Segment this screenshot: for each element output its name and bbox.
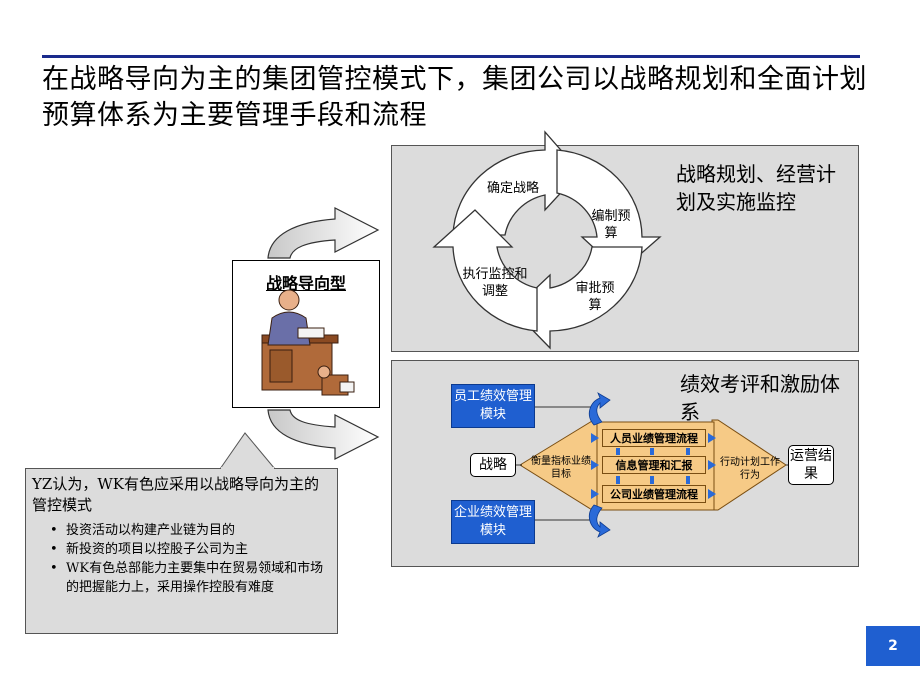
bullet-item: 投资活动以构建产业链为目的 [48,521,333,540]
measure-label: 衡量指标业绩目标 [531,456,591,480]
strategy-oriented-label: 战略导向型 [265,274,346,293]
cycle-step-1: 确定战略 [487,181,540,196]
flow-row-personnel: 人员业绩管理流程 [602,429,706,447]
flow-row-company: 公司业绩管理流程 [602,485,706,503]
header-rule [42,55,860,58]
cycle-arrow-4 [432,209,538,332]
page-number: 2 [866,626,920,666]
strategy-box: 战略 [470,453,516,477]
page-title: 在战略导向为主的集团管控模式下，集团公司以战略规划和全面计划预算体系为主要管理手… [42,64,867,131]
company-performance-module: 企业绩效管理模块 [451,500,535,544]
bullet-item: WK有色总部能力主要集中在贸易领域和市场的把握能力上，采用操作控股有难度 [48,559,333,597]
performance-panel-title: 绩效考评和激励体系 [680,372,840,424]
cycle-step-2: 编制预算 [591,209,631,241]
cycle-step-3: 审批预算 [575,281,615,313]
recommendation-bullets: 投资活动以构建产业链为目的 新投资的项目以控股子公司为主 WK有色总部能力主要集… [48,521,333,597]
operating-result-box: 运营结果 [788,445,834,485]
cycle-arrow-3 [512,246,643,350]
strategy-planning-title: 战略规划、经营计划及实施监控 [676,162,836,214]
cycle-step-4: 执行监控和调整 [462,267,528,299]
curved-blue-arrow-bottom [588,504,611,538]
cycle-arrow-2 [556,149,662,273]
cycle-arrow-1 [452,130,581,236]
recommendation-headline: YZ认为，WK有色应采用以战略导向为主的管控模式 [32,475,319,514]
curved-blue-arrow-top [588,392,611,426]
action-label: 行动计划工作行为 [720,457,780,481]
flow-row-information: 信息管理和汇报 [602,456,706,474]
arrow-to-top-panel [267,207,380,259]
arrow-to-bottom-panel [267,409,380,460]
bullet-item: 新投资的项目以控股子公司为主 [48,540,333,559]
employee-performance-module: 员工绩效管理模块 [451,384,535,428]
